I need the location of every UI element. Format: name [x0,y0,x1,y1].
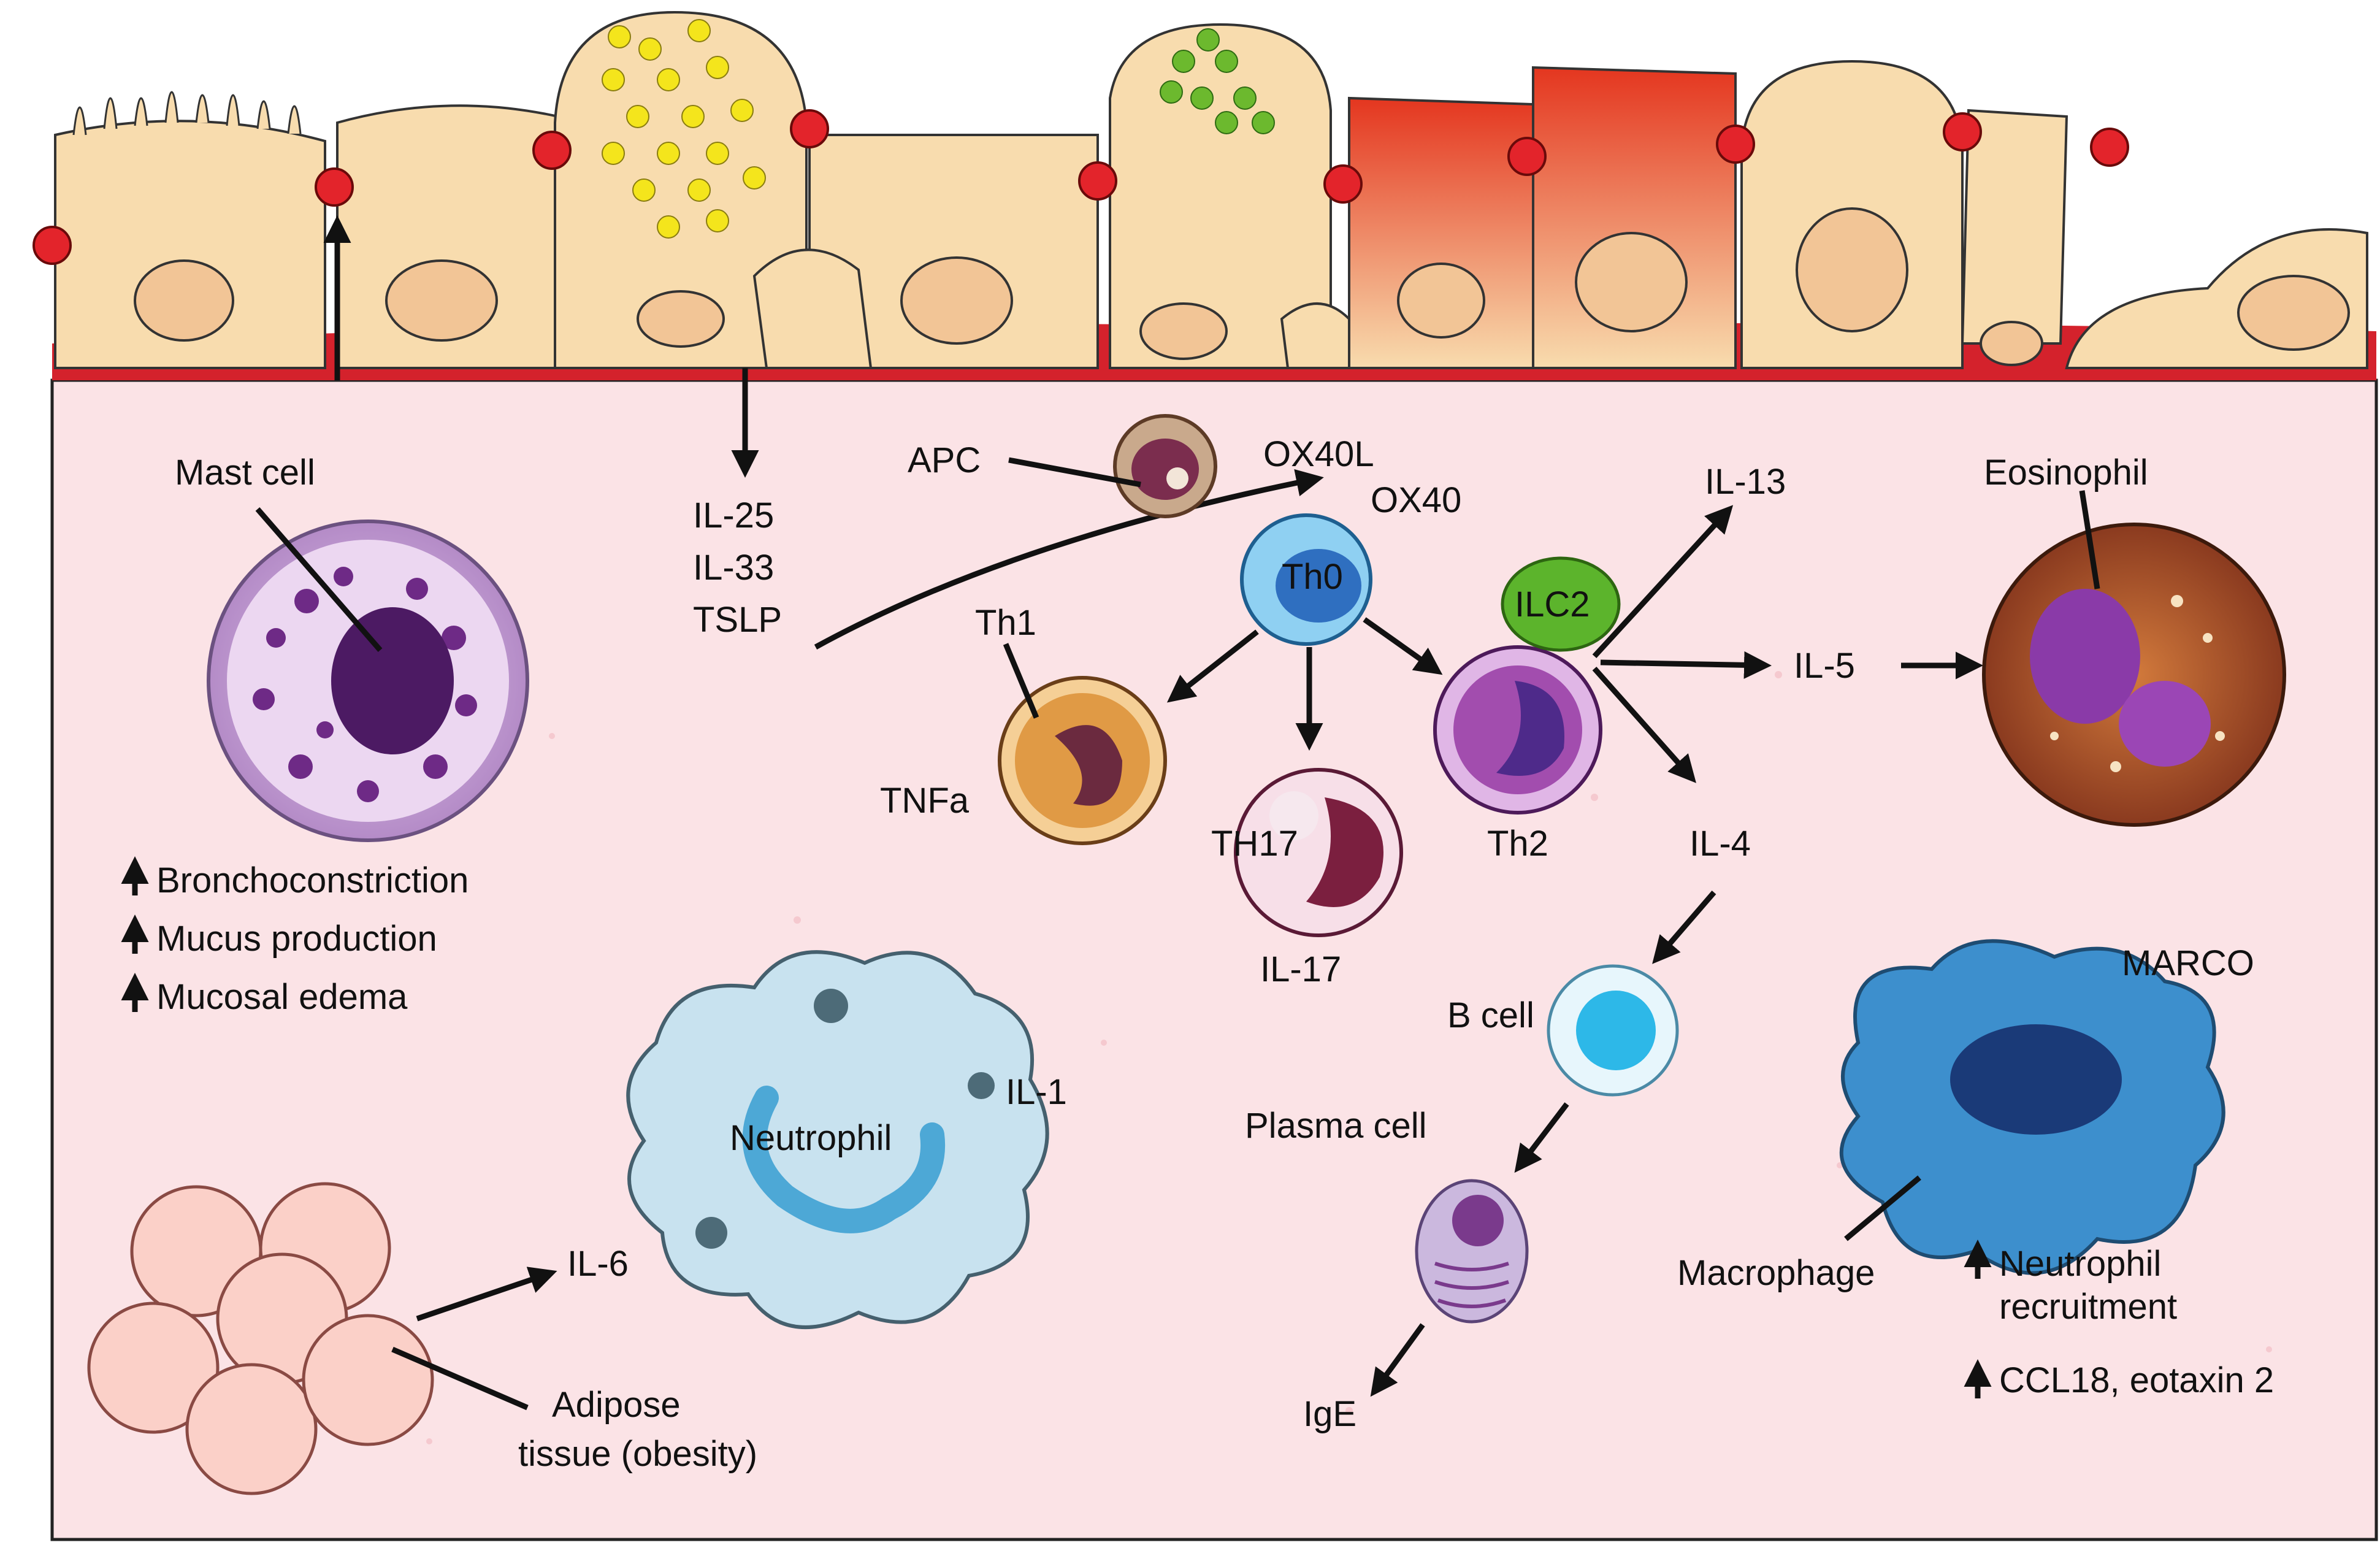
th0-label: Th0 [1282,557,1343,597]
neutrophil-label: Neutrophil [730,1118,892,1158]
il6-label: IL-6 [567,1244,629,1284]
il17-label: IL-17 [1260,949,1341,989]
th2-cell [1433,645,1602,815]
adipose-label-line1: Adipose [552,1385,681,1425]
tight-junctions [33,109,2129,265]
macrophage-label: Macrophage [1677,1253,1875,1293]
mast-cell-label: Mast cell [175,453,315,493]
ige-label: IgE [1303,1394,1356,1434]
ilc2-to-il5-arrow [1600,651,1772,679]
il5-label: IL-5 [1794,646,1855,686]
ilc2-cell [1501,556,1621,652]
th17-cell [1234,768,1403,937]
b-cell [1547,964,1679,1097]
tslp-label: TSLP [693,600,782,640]
goblet-granules-yellow [602,19,766,239]
mast-cell [207,519,529,842]
marco-label: MARCO [2122,943,2254,983]
effect-ccl18-eotaxin: CCL18, eotaxin 2 [1999,1360,2274,1400]
th17-label: TH17 [1211,824,1298,864]
il33-label: IL-33 [693,548,774,588]
il1-label: IL-1 [1006,1072,1067,1112]
adipose-to-il6-arrow [416,1267,557,1322]
effect-mucosal-edema: Mucosal edema [156,977,408,1017]
macrophage-cell [1839,939,2225,1275]
ox40l-label: OX40L [1263,434,1374,474]
tslp-to-ox40l-arrow [814,469,1324,650]
goblet-granules-green [1160,28,1275,134]
effect-mucus-production: Mucus production [156,919,437,959]
apc-label: APC [908,440,981,480]
il13-label: IL-13 [1705,462,1786,502]
tnfa-label: TNFa [880,781,970,821]
eosinophil-cell [1982,523,2286,827]
il4-label: IL-4 [1689,824,1751,864]
apc-cell [1113,414,1217,518]
b-cell-label: B cell [1447,995,1534,1035]
th1-label: Th1 [975,603,1036,643]
macrophage-effects-list: Neutrophil recruitment CCL18, eotaxin 2 [1964,1240,2274,1400]
th0-to-th2-arrow [1363,617,1443,675]
th0-to-th1-arrow [1166,629,1259,703]
th2-label: Th2 [1487,824,1548,864]
effect-neutrophil-line2: recruitment [1999,1287,2177,1327]
plasma-to-ige-arrow [1370,1323,1425,1397]
effect-bronchoconstriction: Bronchoconstriction [156,861,469,900]
ox40-label: OX40 [1371,480,1461,520]
th1-cell [998,676,1167,845]
ilc2-label: ILC2 [1515,585,1590,624]
adipose-tissue [87,1182,434,1495]
bcell-to-plasma-arrow [1514,1102,1569,1173]
eosinophil-label: Eosinophil [1984,453,2148,493]
plasma-cell-label: Plasma cell [1245,1106,1427,1146]
adipose-label-line2: tissue (obesity) [518,1434,757,1474]
ilc2-to-il13-arrow [1592,505,1734,659]
neutrophil-cell [626,950,1049,1329]
il25-label: IL-25 [693,496,774,535]
ilc2-to-il4-arrow [1592,667,1696,783]
mast-effects-list: Bronchoconstriction Mucus production Muc… [121,856,469,1017]
th0-cell [1240,513,1372,646]
plasma-cell [1415,1179,1529,1324]
airway-epithelium [54,10,2368,369]
effect-neutrophil-line1: Neutrophil [1999,1244,2161,1284]
il4-to-bcell-arrow [1652,891,1716,964]
